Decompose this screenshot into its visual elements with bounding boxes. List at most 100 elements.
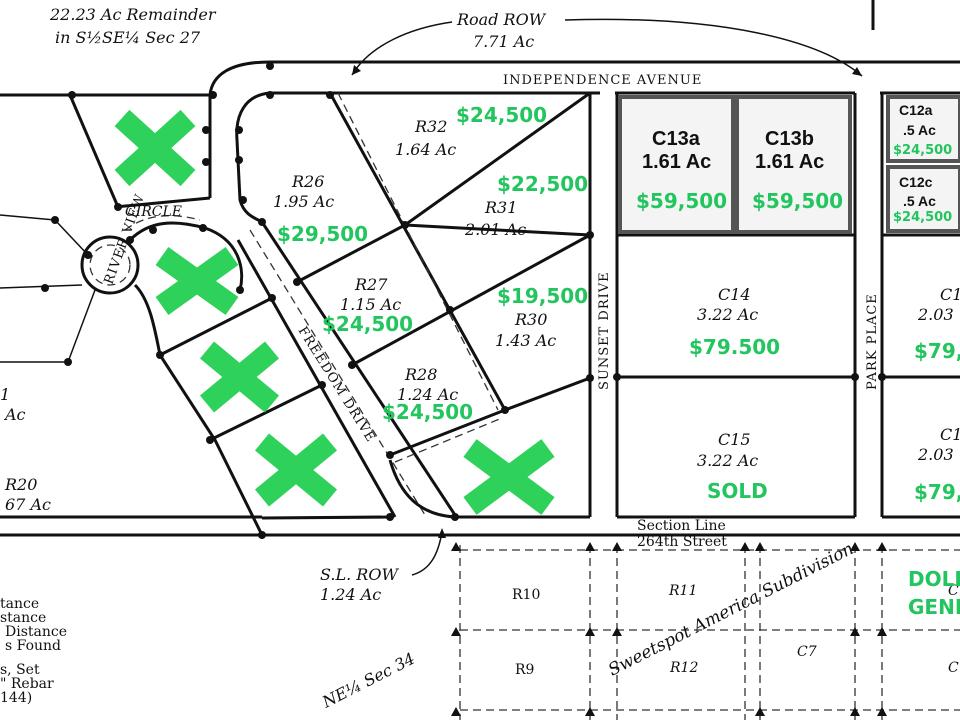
freedom-drive-west-edge — [236, 239, 397, 518]
lot-line — [209, 383, 323, 442]
remainder-note-line1: 22.23 Ac Remainder — [49, 5, 217, 24]
lot-c12a-box[interactable] — [886, 95, 960, 163]
lot-c1-lower-area: 2.03 — [917, 445, 954, 464]
arrow-head-icon — [852, 67, 862, 76]
lot-r32-name: R32 — [414, 117, 447, 136]
legend-partial: tance stance Distance s Found s, Set " R… — [0, 596, 67, 706]
lot-c13a-box[interactable] — [618, 95, 735, 234]
svg-text:144): 144) — [0, 690, 32, 706]
road-row-arrow-left — [351, 21, 453, 76]
lot-r30-price[interactable]: $19,500 — [497, 284, 588, 308]
lot-c14-name: C14 — [718, 285, 751, 304]
dollar-general-line2: GENE — [908, 595, 960, 619]
lot-r30-name: R30 — [514, 310, 547, 329]
lot-r27-area: 1.15 Ac — [340, 295, 401, 314]
road-row-label: Road ROW — [456, 10, 547, 29]
dollar-general-line1: DOLL — [908, 567, 960, 591]
lot-c1-upper-area: 2.03 — [917, 305, 954, 324]
sold-x-mark-1 — [114, 109, 196, 187]
freedom-drive-bottom-curve — [388, 459, 456, 519]
lot-c13b-box[interactable] — [735, 95, 852, 234]
lot-line-r31-r30 — [404, 223, 591, 237]
lot-line-r32-r26 — [328, 92, 507, 411]
c12c-area: .5 Ac — [903, 193, 936, 209]
c13b-price: $59,500 — [752, 189, 843, 213]
river-view-dash — [124, 215, 201, 231]
lot-r28-area: 1.24 Ac — [397, 385, 458, 404]
river-view-cul-de-sac — [80, 235, 140, 295]
lot-c-right-label: C — [948, 660, 959, 676]
lot-r26-name: R26 — [291, 172, 324, 191]
lot-r20-name: R20 — [4, 475, 37, 494]
c13b-name: C13b — [765, 128, 814, 150]
lot-r31-price[interactable]: $22,500 — [497, 172, 588, 196]
sl-row-label: S.L. ROW — [320, 565, 399, 584]
arrow-head-icon — [438, 528, 446, 538]
lot-line — [159, 296, 273, 357]
lot-line-r26-r27 — [296, 223, 406, 284]
lot-c15-sold: SOLD — [707, 479, 768, 503]
lot-line — [0, 284, 83, 289]
lot-line-r32-r31 — [404, 91, 591, 227]
circle-label: CIRCLE — [125, 204, 182, 220]
lot-r12-label: R12 — [669, 660, 698, 676]
curve-nw — [208, 60, 271, 96]
road-row-arrow-right — [564, 18, 863, 77]
lot-line-r30-south — [504, 376, 591, 412]
c13a-name: C13a — [652, 128, 701, 150]
freedom-drive-west-curve — [235, 91, 271, 224]
cul-de-sac-inner-dash — [89, 244, 131, 286]
lot-r27-price[interactable]: $24,500 — [322, 312, 413, 336]
remainder-note-line2: in S½SE¼ Sec 27 — [55, 28, 201, 47]
lot-r28-name: R28 — [404, 365, 437, 384]
lot-c-right-label-top: C — [948, 583, 959, 599]
c13a-price: $59,500 — [636, 189, 727, 213]
lot-line — [261, 515, 391, 520]
lot-r32-area: 1.64 Ac — [395, 140, 456, 159]
lot-c1-lower-price[interactable]: $79, — [914, 480, 960, 504]
lot-r31-name: R31 — [484, 198, 517, 217]
freedom-drive-label: FREEDOM DRIVE — [295, 324, 378, 445]
section-line-label: Section Line — [637, 518, 726, 534]
lot-r26-price[interactable]: $29,500 — [277, 222, 368, 246]
west-lots-edge — [133, 283, 264, 536]
lot-r20-area: 67 Ac — [5, 495, 51, 514]
svg-text:tance: tance — [0, 596, 39, 612]
lot-r9-label: R9 — [515, 662, 534, 678]
lot-r11-label: R11 — [668, 583, 697, 599]
c13b-area: 1.61 Ac — [755, 151, 824, 173]
sl-row-area: 1.24 Ac — [320, 585, 381, 604]
lot-line-r27-r28 — [351, 233, 591, 367]
boundary-dots — [41, 62, 886, 539]
sold-x-mark-2 — [155, 247, 239, 315]
sold-x-mark-5 — [463, 439, 555, 515]
easement-dash — [394, 417, 503, 463]
svg-text:" Rebar: " Rebar — [0, 676, 54, 692]
lot-c1-upper-name: C1 — [940, 285, 960, 304]
lot-r26-area: 1.95 Ac — [273, 192, 334, 211]
independence-avenue-label: INDEPENDENCE AVENUE — [503, 73, 702, 88]
freedom-drive-centerline — [249, 229, 426, 516]
sold-x-mark-4 — [255, 433, 337, 507]
lot-c1-upper-price[interactable]: $79, — [914, 339, 960, 363]
c12a-area: .5 Ac — [903, 122, 936, 138]
sunset-drive-label: SUNSET DRIVE — [597, 271, 612, 390]
lot-c12c-box[interactable] — [886, 165, 960, 233]
lot-c15-name: C15 — [718, 430, 751, 449]
lot-c15-area: 3.22 Ac — [697, 451, 758, 470]
lot-left-partial-name: 1 — [0, 385, 10, 404]
lot-r28-price[interactable]: $24,500 — [382, 400, 473, 424]
lot-c1-lower-name: C1 — [940, 425, 960, 444]
c12a-price: $24,500 — [893, 143, 952, 158]
svg-text:stance: stance — [0, 610, 46, 626]
ne-sec-label: NE¼ Sec 34 — [318, 649, 418, 712]
svg-text:s, Set: s, Set — [0, 662, 40, 678]
lot-c14-price[interactable]: $79.500 — [689, 335, 780, 359]
sl-row-arrow — [411, 531, 443, 576]
easement-dash — [337, 92, 499, 411]
lot-r10-label: R10 — [512, 587, 540, 603]
subdivision-label: Sweetspot America Subdivision — [605, 539, 857, 681]
lot-r32-price[interactable]: $24,500 — [456, 103, 547, 127]
river-view-top-edge — [114, 196, 211, 209]
